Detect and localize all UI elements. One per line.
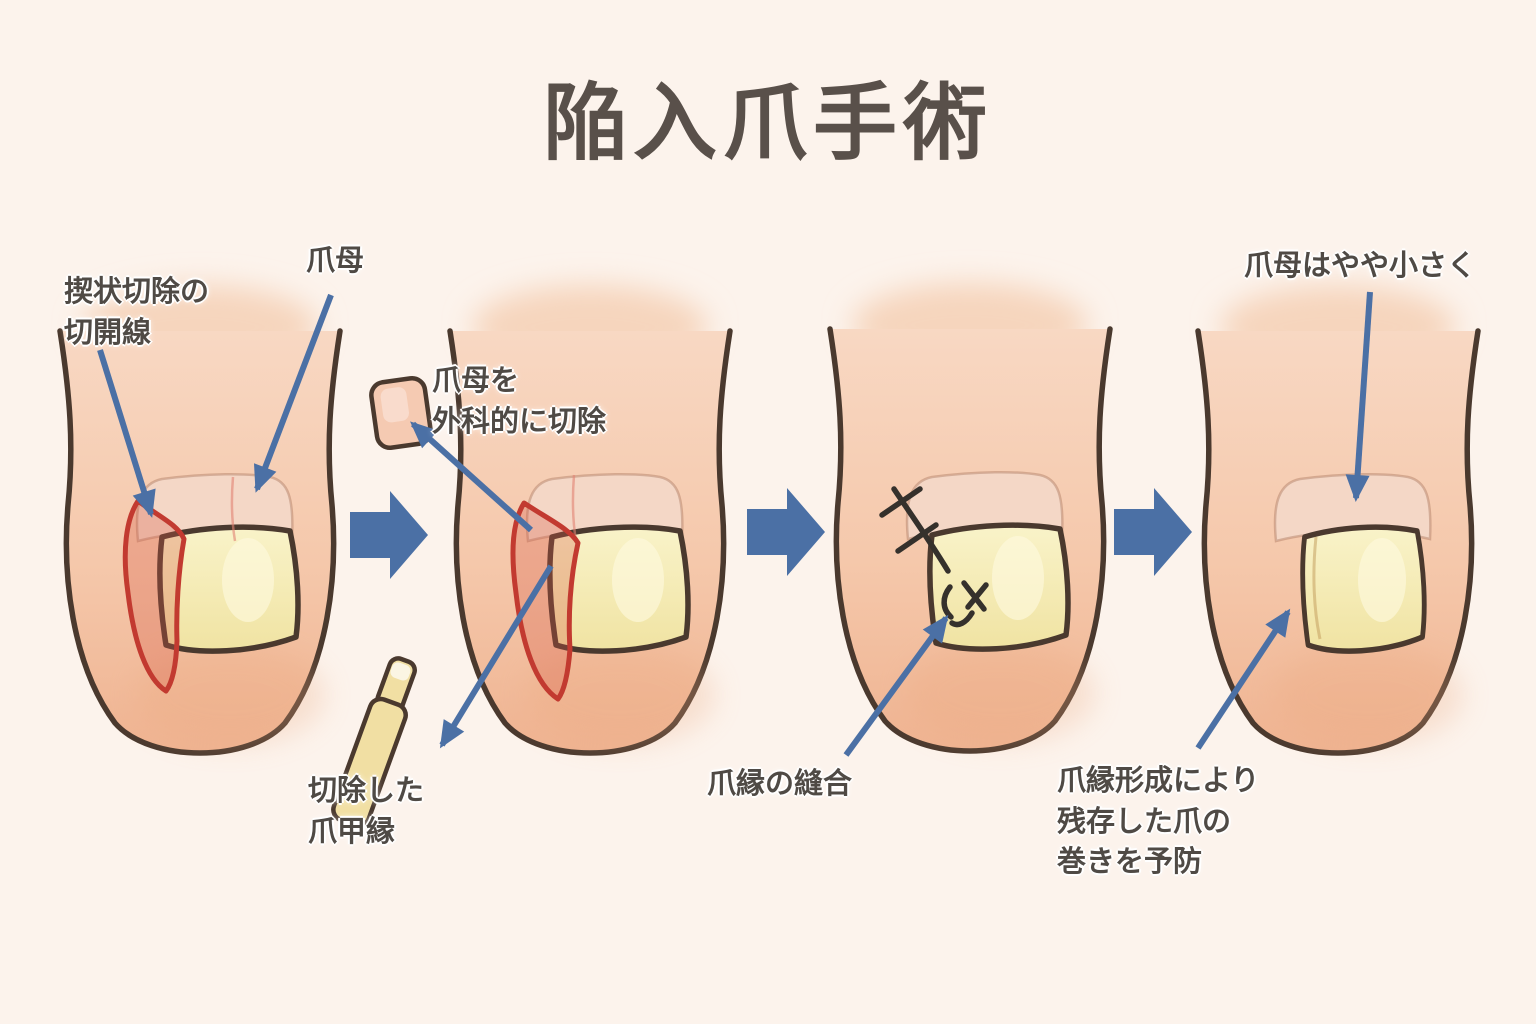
arrow-excised-strip (439, 564, 554, 749)
flow-arrow-icon (350, 491, 428, 579)
fold-slit-line (230, 476, 237, 542)
label-removed-nail-edge: 切除した 爪甲縁 (308, 775, 425, 848)
nail-highlight (222, 538, 274, 622)
nail-highlight (612, 538, 664, 622)
arrow-nail-matrix (253, 293, 334, 493)
arrow-excised-matrix (410, 421, 534, 533)
suture-stitches (879, 486, 989, 628)
arrow-prevent-curl (1195, 608, 1291, 750)
label-excise-matrix: 爪母を 外科的に切除 (432, 365, 607, 438)
label-nail-edge-suture: 爪縁の縫合 (707, 768, 853, 800)
step3-toe (830, 283, 1110, 751)
strip-highlight (390, 662, 411, 681)
page-title: 陥入爪手術 (542, 76, 993, 170)
label-prevent-curl: 爪縁形成により 残存した爪の 巻きを予防 (1057, 765, 1260, 879)
matrix-piece-highlight (380, 387, 409, 423)
arrow-wedge-incision (97, 349, 156, 518)
nail-highlight (992, 536, 1044, 620)
toe-shading (905, 643, 1095, 743)
nail-highlight (1358, 538, 1406, 622)
flow-arrow-icon (747, 488, 825, 576)
toe-shading (1273, 645, 1463, 745)
label-nail-matrix: 爪母 (306, 245, 365, 277)
arrow-matrix-smaller (1345, 291, 1373, 502)
toe-shading (525, 645, 715, 745)
arrow-suture (843, 614, 949, 757)
toe-shading (135, 645, 325, 745)
wedge-incision-outline (122, 498, 187, 694)
excised-edge-outline (510, 500, 581, 702)
strip-body (331, 696, 408, 828)
excised-matrix-piece (369, 375, 433, 451)
excised-nail-strip (331, 656, 417, 828)
nail-ridge-line (1312, 536, 1322, 640)
step4-toe (1198, 285, 1478, 753)
step1-toe (60, 285, 340, 753)
label-matrix-smaller: 爪母はやや小さく (1244, 250, 1477, 282)
step2-toe (450, 285, 730, 753)
flow-arrow-icon (1114, 488, 1192, 576)
label-wedge-incision: 揳状切除の 切開線 (64, 276, 210, 349)
